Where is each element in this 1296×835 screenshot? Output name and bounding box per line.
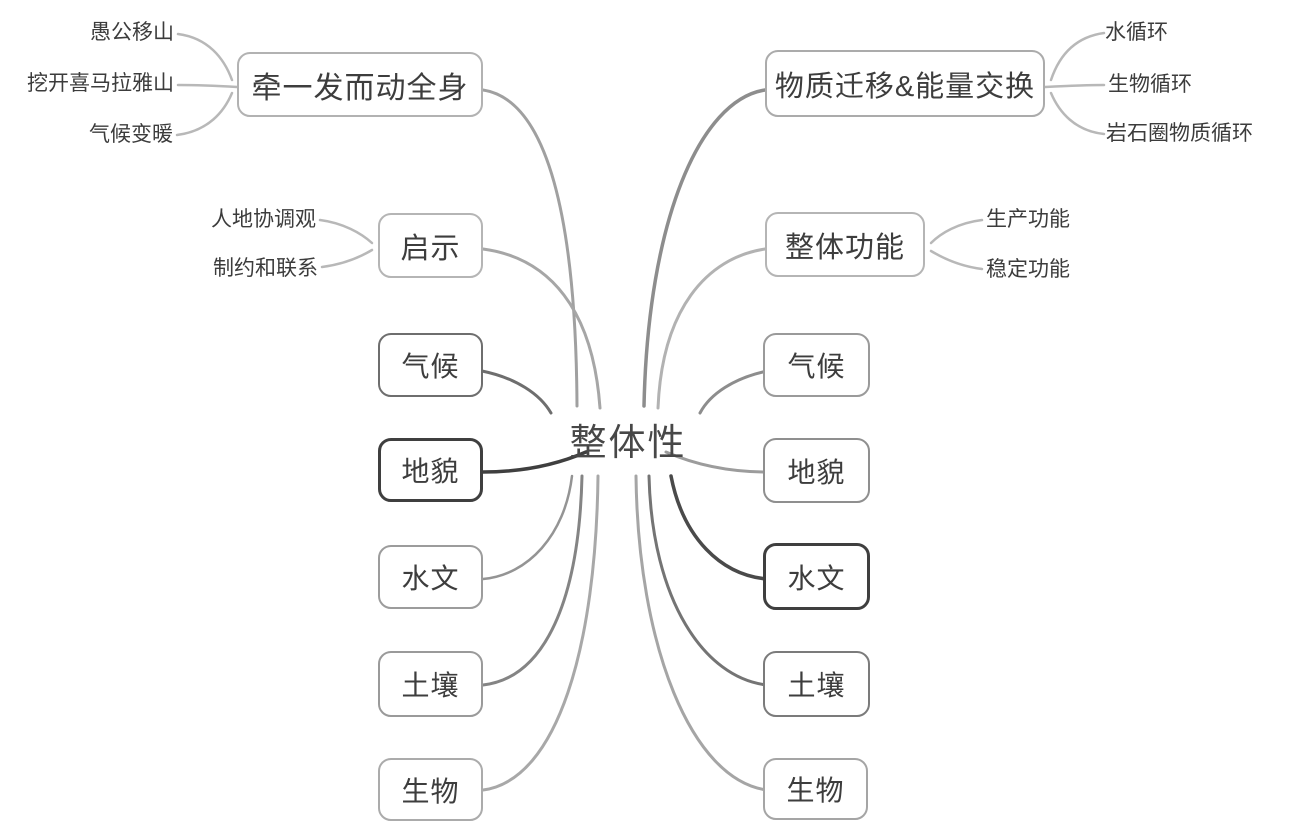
node-overall-function[interactable]: 整体功能 <box>765 212 925 277</box>
node-soil-left[interactable]: 土壤 <box>378 651 483 717</box>
connector-left-inspiration <box>481 247 602 410</box>
connector-leaf-restriction <box>320 248 374 269</box>
connector-left-soil <box>481 474 584 687</box>
leaf-stability-function[interactable]: 稳定功能 <box>986 258 1070 281</box>
connector-left-climate <box>480 369 553 415</box>
node-hydrology-right[interactable]: 水文 <box>763 543 870 610</box>
node-biology-right[interactable]: 生物 <box>763 758 868 820</box>
connector-right-landform <box>664 450 769 474</box>
connector-leaf-climate-warming <box>175 91 234 137</box>
leaf-climate-warming[interactable]: 气候变暖 <box>89 123 173 146</box>
leaf-connectors <box>175 31 1106 271</box>
node-climate-right[interactable]: 气候 <box>763 333 870 397</box>
node-climate-left[interactable]: 气候 <box>378 333 483 397</box>
connector-leaf-yugong <box>176 32 234 82</box>
connector-leaf-stability <box>929 249 984 271</box>
leaf-restriction-connection[interactable]: 制约和联系 <box>213 257 318 280</box>
connector-right-climate <box>698 369 769 415</box>
node-landform-right[interactable]: 地貌 <box>763 438 870 503</box>
node-soil-right[interactable]: 土壤 <box>763 651 870 717</box>
central-topic[interactable]: 整体性 <box>569 422 687 463</box>
connector-left-trigger <box>481 88 579 408</box>
connector-leaf-dig-himalaya <box>176 83 239 89</box>
leaf-dig-himalaya[interactable]: 挖开喜马拉雅山 <box>27 72 174 95</box>
leaf-water-cycle[interactable]: 水循环 <box>1105 21 1168 44</box>
leaf-human-land-coordination[interactable]: 人地协调观 <box>211 208 316 231</box>
node-trigger-whole-body[interactable]: 牵一发而动全身 <box>237 52 483 117</box>
connector-right-soil <box>647 474 769 687</box>
leaf-production-function[interactable]: 生产功能 <box>986 208 1070 231</box>
connector-right-biology <box>634 474 769 792</box>
node-landform-left[interactable]: 地貌 <box>378 438 483 502</box>
connector-left-biology <box>481 474 600 792</box>
connector-leaf-rock-cycle <box>1049 91 1106 136</box>
leaf-yugong-yishan[interactable]: 愚公移山 <box>90 21 174 44</box>
connector-right-hydrology <box>669 474 769 581</box>
connector-leaf-production <box>929 218 984 245</box>
node-biology-left[interactable]: 生物 <box>378 758 483 821</box>
leaf-lithosphere-matter-cycle[interactable]: 岩石圈物质循环 <box>1106 122 1253 145</box>
connector-left-landform <box>481 450 588 474</box>
connector-leaf-bio-cycle <box>1043 83 1106 89</box>
leaf-biological-cycle[interactable]: 生物循环 <box>1108 73 1192 96</box>
connector-leaf-human-land <box>318 218 374 245</box>
connector-left-hydrology <box>481 474 574 581</box>
node-matter-energy-exchange[interactable]: 物质迁移&能量交换 <box>765 50 1045 117</box>
connector-right-overall-function <box>656 247 767 410</box>
connector-right-matter-energy <box>642 88 767 408</box>
node-hydrology-left[interactable]: 水文 <box>378 545 483 609</box>
connector-leaf-water-cycle <box>1049 31 1106 82</box>
node-inspiration[interactable]: 启示 <box>378 213 483 278</box>
